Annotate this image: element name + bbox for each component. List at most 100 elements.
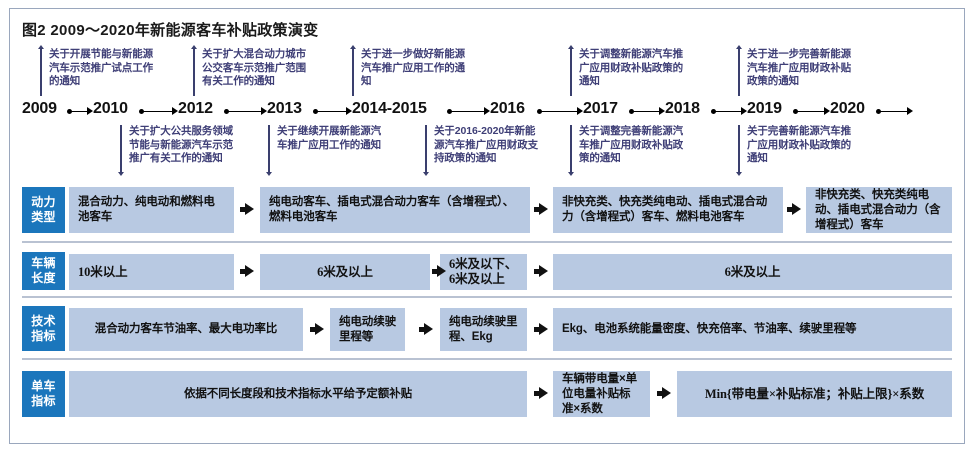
row-label-line1: 单车 bbox=[31, 379, 56, 393]
matrix-cell: 非快充类、快充类纯电动、插电式混合动力（含增程式）客车 bbox=[806, 187, 952, 233]
matrix-cell: 纯电动续驶里程等 bbox=[330, 308, 405, 351]
timeline-connector-line bbox=[71, 110, 87, 112]
matrix-flow-arrow bbox=[539, 203, 548, 215]
timeline-year-2009: 2009 bbox=[22, 100, 57, 117]
matrix-cell: 纯电动续驶里程、Ekg bbox=[440, 308, 527, 351]
matrix-cell: 纯电动客车、插电式混合动力客车（含增程式）、燃料电池客车 bbox=[260, 187, 530, 233]
timeline-connector-line bbox=[541, 110, 577, 112]
timeline-arrowhead bbox=[261, 106, 267, 115]
callout-arrowhead bbox=[38, 45, 44, 49]
callout-arrowhead bbox=[423, 172, 429, 176]
callout-arrowhead bbox=[736, 45, 742, 49]
matrix-cell: 6米及以上 bbox=[553, 254, 952, 290]
policy-callout-up: 关于进一步做好新能源汽车推广应用工作的通知 bbox=[350, 45, 470, 96]
matrix-cell: 车辆带电量×单位电量补贴标准×系数 bbox=[553, 371, 650, 417]
policy-callout-down: 关于完善新能源汽车推广应用财政补贴政策的通知 bbox=[736, 125, 856, 176]
row-label-line2: 长度 bbox=[31, 271, 56, 285]
timeline-connector-line bbox=[451, 110, 484, 112]
timeline-connector-line bbox=[880, 110, 907, 112]
timeline-arrowhead bbox=[577, 106, 583, 115]
callout-arrowhead bbox=[568, 172, 574, 176]
timeline-node-dot bbox=[139, 108, 144, 114]
policy-document-title: 关于进一步完善新能源汽车推广应用财政补贴政策的通知 bbox=[747, 48, 851, 87]
matrix-arrow-tail bbox=[310, 326, 316, 332]
timeline-arrowhead bbox=[87, 106, 93, 115]
timeline-arrowhead bbox=[484, 106, 490, 115]
callout-arrowhead bbox=[568, 45, 574, 49]
matrix-cell: 混合动力客车节油率、最大电功率比 bbox=[69, 308, 303, 351]
matrix-flow-arrow bbox=[539, 265, 548, 277]
timeline-connector-arrow bbox=[711, 105, 747, 117]
policy-document-title: 关于调整完善新能源汽车推广应用财政补贴政策的通知 bbox=[579, 125, 683, 164]
policy-document-title: 关于继续开展新能源汽车推广应用工作的通知 bbox=[277, 125, 381, 151]
matrix-cell: Ekg、电池系统能量密度、快充倍率、节油率、续驶里程等 bbox=[553, 308, 952, 351]
timeline-node-dot bbox=[447, 108, 452, 114]
callout-arrowhead bbox=[266, 172, 272, 176]
timeline-year-2019: 2019 bbox=[747, 100, 782, 117]
timeline-connector-line bbox=[633, 110, 659, 112]
matrix-flow-arrow bbox=[539, 387, 548, 399]
matrix-arrow-tail bbox=[657, 390, 663, 396]
callout-stem bbox=[570, 48, 572, 96]
policy-document-title: 关于扩大公共服务领域节能与新能源汽车示范推广有关工作的通知 bbox=[129, 125, 233, 164]
timeline-node-dot bbox=[67, 108, 72, 114]
policy-callout-up: 关于扩大混合动力城市公交客车示范推广范围有关工作的通知 bbox=[191, 45, 311, 96]
timeline-arrowhead bbox=[172, 106, 178, 115]
callout-stem bbox=[193, 48, 195, 96]
policy-callout-down: 关于扩大公共服务领域节能与新能源汽车示范推广有关工作的通知 bbox=[118, 125, 238, 176]
callout-stem bbox=[738, 125, 740, 173]
matrix-arrow-tail bbox=[432, 268, 438, 274]
timeline-connector-arrow bbox=[224, 105, 267, 117]
matrix-cell: 依据不同长度段和技术指标水平给予定额补贴 bbox=[69, 371, 527, 417]
callout-stem bbox=[425, 125, 427, 173]
matrix-flow-arrow bbox=[245, 265, 254, 277]
matrix-row-separator bbox=[22, 296, 952, 298]
policy-callout-down: 关于2016-2020年新能源汽车推广应用财政支持政策的通知 bbox=[423, 125, 543, 176]
matrix-row-label: 单车指标 bbox=[22, 371, 65, 417]
policy-callout-down: 关于调整完善新能源汽车推广应用财政补贴政策的通知 bbox=[568, 125, 688, 176]
matrix-row-separator bbox=[22, 358, 952, 360]
matrix-arrow-tail bbox=[787, 206, 793, 212]
matrix-arrow-tail bbox=[534, 326, 540, 332]
timeline-node-dot bbox=[313, 108, 318, 114]
policy-document-title: 关于完善新能源汽车推广应用财政补贴政策的通知 bbox=[747, 125, 851, 164]
row-label-line2: 类型 bbox=[31, 210, 56, 224]
timeline-connector-line bbox=[228, 110, 261, 112]
timeline-year-2013: 2013 bbox=[267, 100, 302, 117]
callout-stem bbox=[570, 125, 572, 173]
policy-document-title: 关于进一步做好新能源汽车推广应用工作的通知 bbox=[361, 48, 465, 87]
timeline-node-dot bbox=[876, 108, 881, 114]
matrix-row-label: 动力类型 bbox=[22, 187, 65, 233]
callout-arrowhead bbox=[350, 45, 356, 49]
callout-stem bbox=[352, 48, 354, 96]
policy-document-title: 关于扩大混合动力城市公交客车示范推广范围有关工作的通知 bbox=[202, 48, 306, 87]
timeline-node-dot bbox=[537, 108, 542, 114]
policy-callout-down: 关于继续开展新能源汽车推广应用工作的通知 bbox=[266, 125, 386, 176]
timeline-connector-arrow bbox=[793, 105, 830, 117]
matrix-cell: Min{带电量×补贴标准；补贴上限}×系数 bbox=[677, 371, 952, 417]
timeline-connector-arrow bbox=[537, 105, 583, 117]
timeline-year-2014-2015: 2014-2015 bbox=[352, 100, 427, 117]
timeline-node-dot bbox=[793, 108, 798, 114]
matrix-arrow-tail bbox=[534, 206, 540, 212]
matrix-arrow-tail bbox=[240, 268, 246, 274]
policy-document-title: 关于开展节能与新能源汽车示范推广试点工作的通知 bbox=[49, 48, 153, 87]
timeline-arrowhead bbox=[741, 106, 747, 115]
timeline-connector-arrow bbox=[876, 105, 913, 117]
timeline-connector-arrow bbox=[447, 105, 490, 117]
timeline-connector-line bbox=[143, 110, 172, 112]
matrix-flow-arrow bbox=[245, 203, 254, 215]
callout-arrowhead bbox=[118, 172, 124, 176]
row-label-line1: 车辆 bbox=[31, 256, 56, 270]
matrix-cell: 6米及以下、6米及以上 bbox=[440, 254, 527, 290]
policy-callout-up: 关于调整新能源汽车推广应用财政补贴政策的通知 bbox=[568, 45, 688, 96]
timeline-connector-line bbox=[797, 110, 824, 112]
matrix-cell: 非快充类、快充类纯电动、插电式混合动力（含增程式）客车、燃料电池客车 bbox=[553, 187, 783, 233]
timeline-arrowhead bbox=[346, 106, 352, 115]
matrix-arrow-tail bbox=[240, 206, 246, 212]
figure-title: 图2 2009～2020年新能源客车补贴政策演变 bbox=[22, 22, 319, 39]
matrix-flow-arrow bbox=[792, 203, 801, 215]
row-label-line2: 指标 bbox=[31, 394, 56, 408]
